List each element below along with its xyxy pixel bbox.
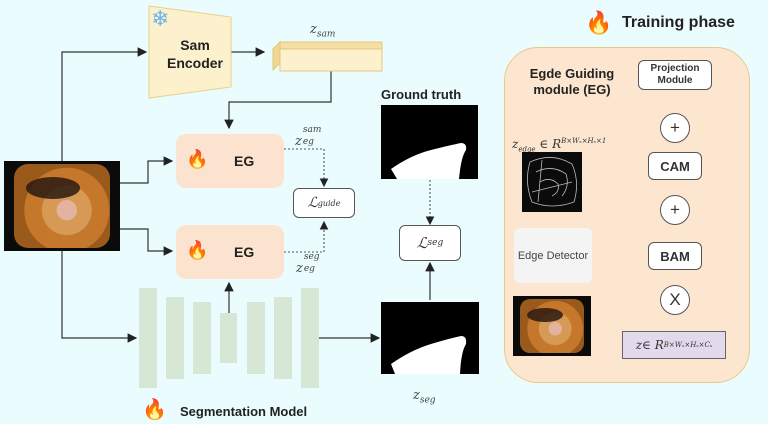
- input-image: [4, 161, 120, 251]
- eg-block-bottom: 🔥 EG: [176, 225, 284, 279]
- flame-icon: 🔥: [186, 240, 209, 260]
- sam-encoder: [148, 5, 232, 99]
- flame-icon: 🔥: [186, 149, 209, 169]
- z-sam-label: zsam: [310, 22, 336, 40]
- cam-box: CAM: [648, 152, 702, 180]
- z-sam-tensor: [272, 41, 383, 72]
- flame-icon: 🔥: [142, 399, 167, 421]
- sam-encoder-line1: Sam: [180, 37, 210, 53]
- bam-box: BAM: [648, 242, 702, 270]
- projection-line1: Projection: [650, 63, 700, 74]
- snowflake-icon: ❄: [151, 6, 170, 31]
- edge-map-image: [522, 152, 582, 212]
- training-phase-title: Training phase: [622, 14, 735, 31]
- edge-detector-box: Edge Detector: [514, 228, 592, 283]
- unet-encoder-bar-3: [193, 302, 211, 374]
- predicted-mask: [381, 302, 479, 374]
- eg-title-line2: module (EG): [533, 82, 611, 97]
- unet-encoder-bar-2: [166, 297, 184, 379]
- eg-top-label: EG: [234, 153, 255, 169]
- sam-encoder-label: Sam Encoder: [160, 36, 230, 72]
- unet-encoder-bar-1: [139, 288, 157, 388]
- add-node-top: +: [660, 113, 690, 143]
- sam-encoder-line2: Encoder: [166, 55, 223, 71]
- z-seg-label: zseg: [413, 388, 436, 406]
- projection-module-box: Projection Module: [638, 60, 712, 90]
- projection-line2: Module: [657, 75, 693, 86]
- eg-bottom-label: EG: [234, 244, 255, 260]
- unet-decoder-bar-3: [301, 288, 319, 388]
- eg-title-line1: Egde Guiding: [529, 66, 615, 81]
- segmentation-model-label: Segmentation Model: [180, 404, 308, 419]
- multiply-node: X: [660, 285, 690, 315]
- unet-decoder-bar-1: [247, 302, 265, 374]
- ground-truth-mask: [381, 105, 478, 179]
- unet-bottleneck-bar: [220, 313, 237, 363]
- unet-decoder-bar-2: [274, 297, 292, 379]
- eg-module-title: Egde Guiding module (EG): [522, 66, 622, 98]
- z-edge-label: zedge ∈ RB×Wₛ×Hₛ×1: [512, 137, 607, 154]
- ground-truth-label: Ground truth: [381, 87, 462, 102]
- flame-icon: 🔥: [585, 10, 613, 35]
- eg-input-image: [513, 296, 591, 356]
- add-node-middle: +: [660, 195, 690, 225]
- eg-block-top: 🔥 EG: [176, 134, 284, 188]
